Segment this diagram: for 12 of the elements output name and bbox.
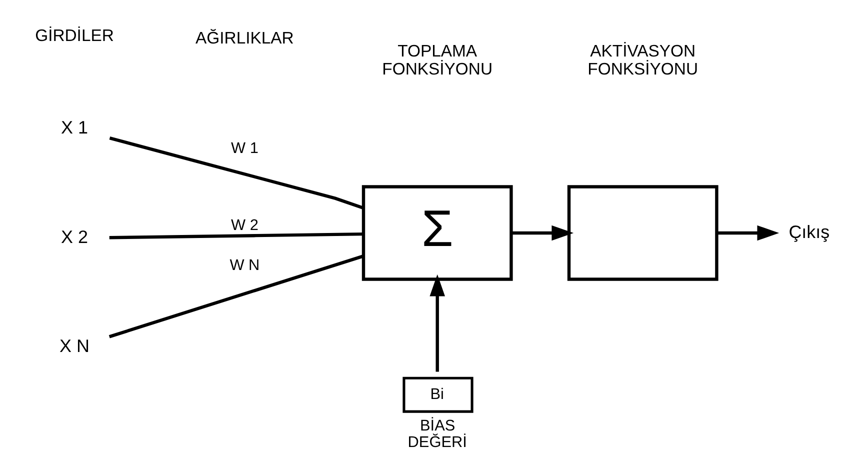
edge-label: W 1 [230, 140, 258, 157]
node-text: X 1 [60, 118, 88, 138]
label: GİRDİLER [34, 26, 114, 45]
label: AĞIRLIKLAR [195, 28, 294, 48]
node-text: Çıkış [788, 222, 830, 242]
label: AKTİVASYON FONKSİYONU [587, 41, 698, 78]
node-label: BİAS DEĞERİ [407, 417, 466, 451]
edge-label: W N [229, 256, 260, 274]
edge-label: W 2 [230, 216, 258, 234]
node-text: X 2 [60, 226, 88, 247]
node-text: X N [59, 336, 89, 356]
label: TOPLAMA FONKSİYONU [382, 41, 492, 78]
